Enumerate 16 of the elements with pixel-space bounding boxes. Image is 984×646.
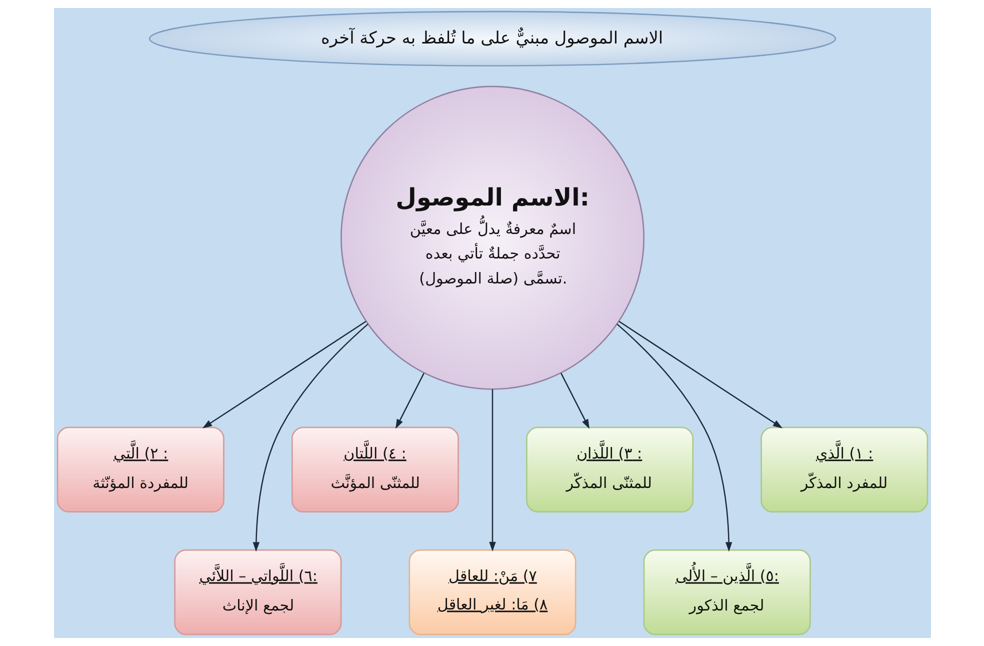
node-circle: الاسم الموصول: اسمٌ معرفةٌ يدلُّ على معيَّن تحدَّده جملةٌ تأتي بعده تسمَّى (صلة الموصول). [340,86,644,390]
arrow [395,372,424,429]
arrow [618,320,782,428]
node-box: ٦) اللَّواتي – اللاَّئي: لجمع الإناث [174,549,342,636]
arrow [252,324,368,552]
node-box: ٢) الَّتي : للمفردة المؤنّثة [56,426,224,512]
node-ellipse: الاسم الموصول مبنيٌّ على ما تُلفظ به حركة آخره [148,10,836,66]
node-box: ٧) مَنْ: للعاقل ٨) مَا: لغير العاقل [408,549,576,636]
node-box: ٤) اللَّتان : للمثنّى المؤنَّث [290,426,458,512]
node-box: ١) الَّذي : للمفرد المذكّر [760,426,928,512]
arrow [488,389,496,552]
arrow [202,320,366,428]
node-box: ٥) الَّذين – الأُلى: لجمع الذكور [642,549,810,636]
arrow [616,324,732,552]
arrow [560,372,589,429]
node-box: ٣) اللَّذان : للمثنّى المذكّر [526,426,694,512]
